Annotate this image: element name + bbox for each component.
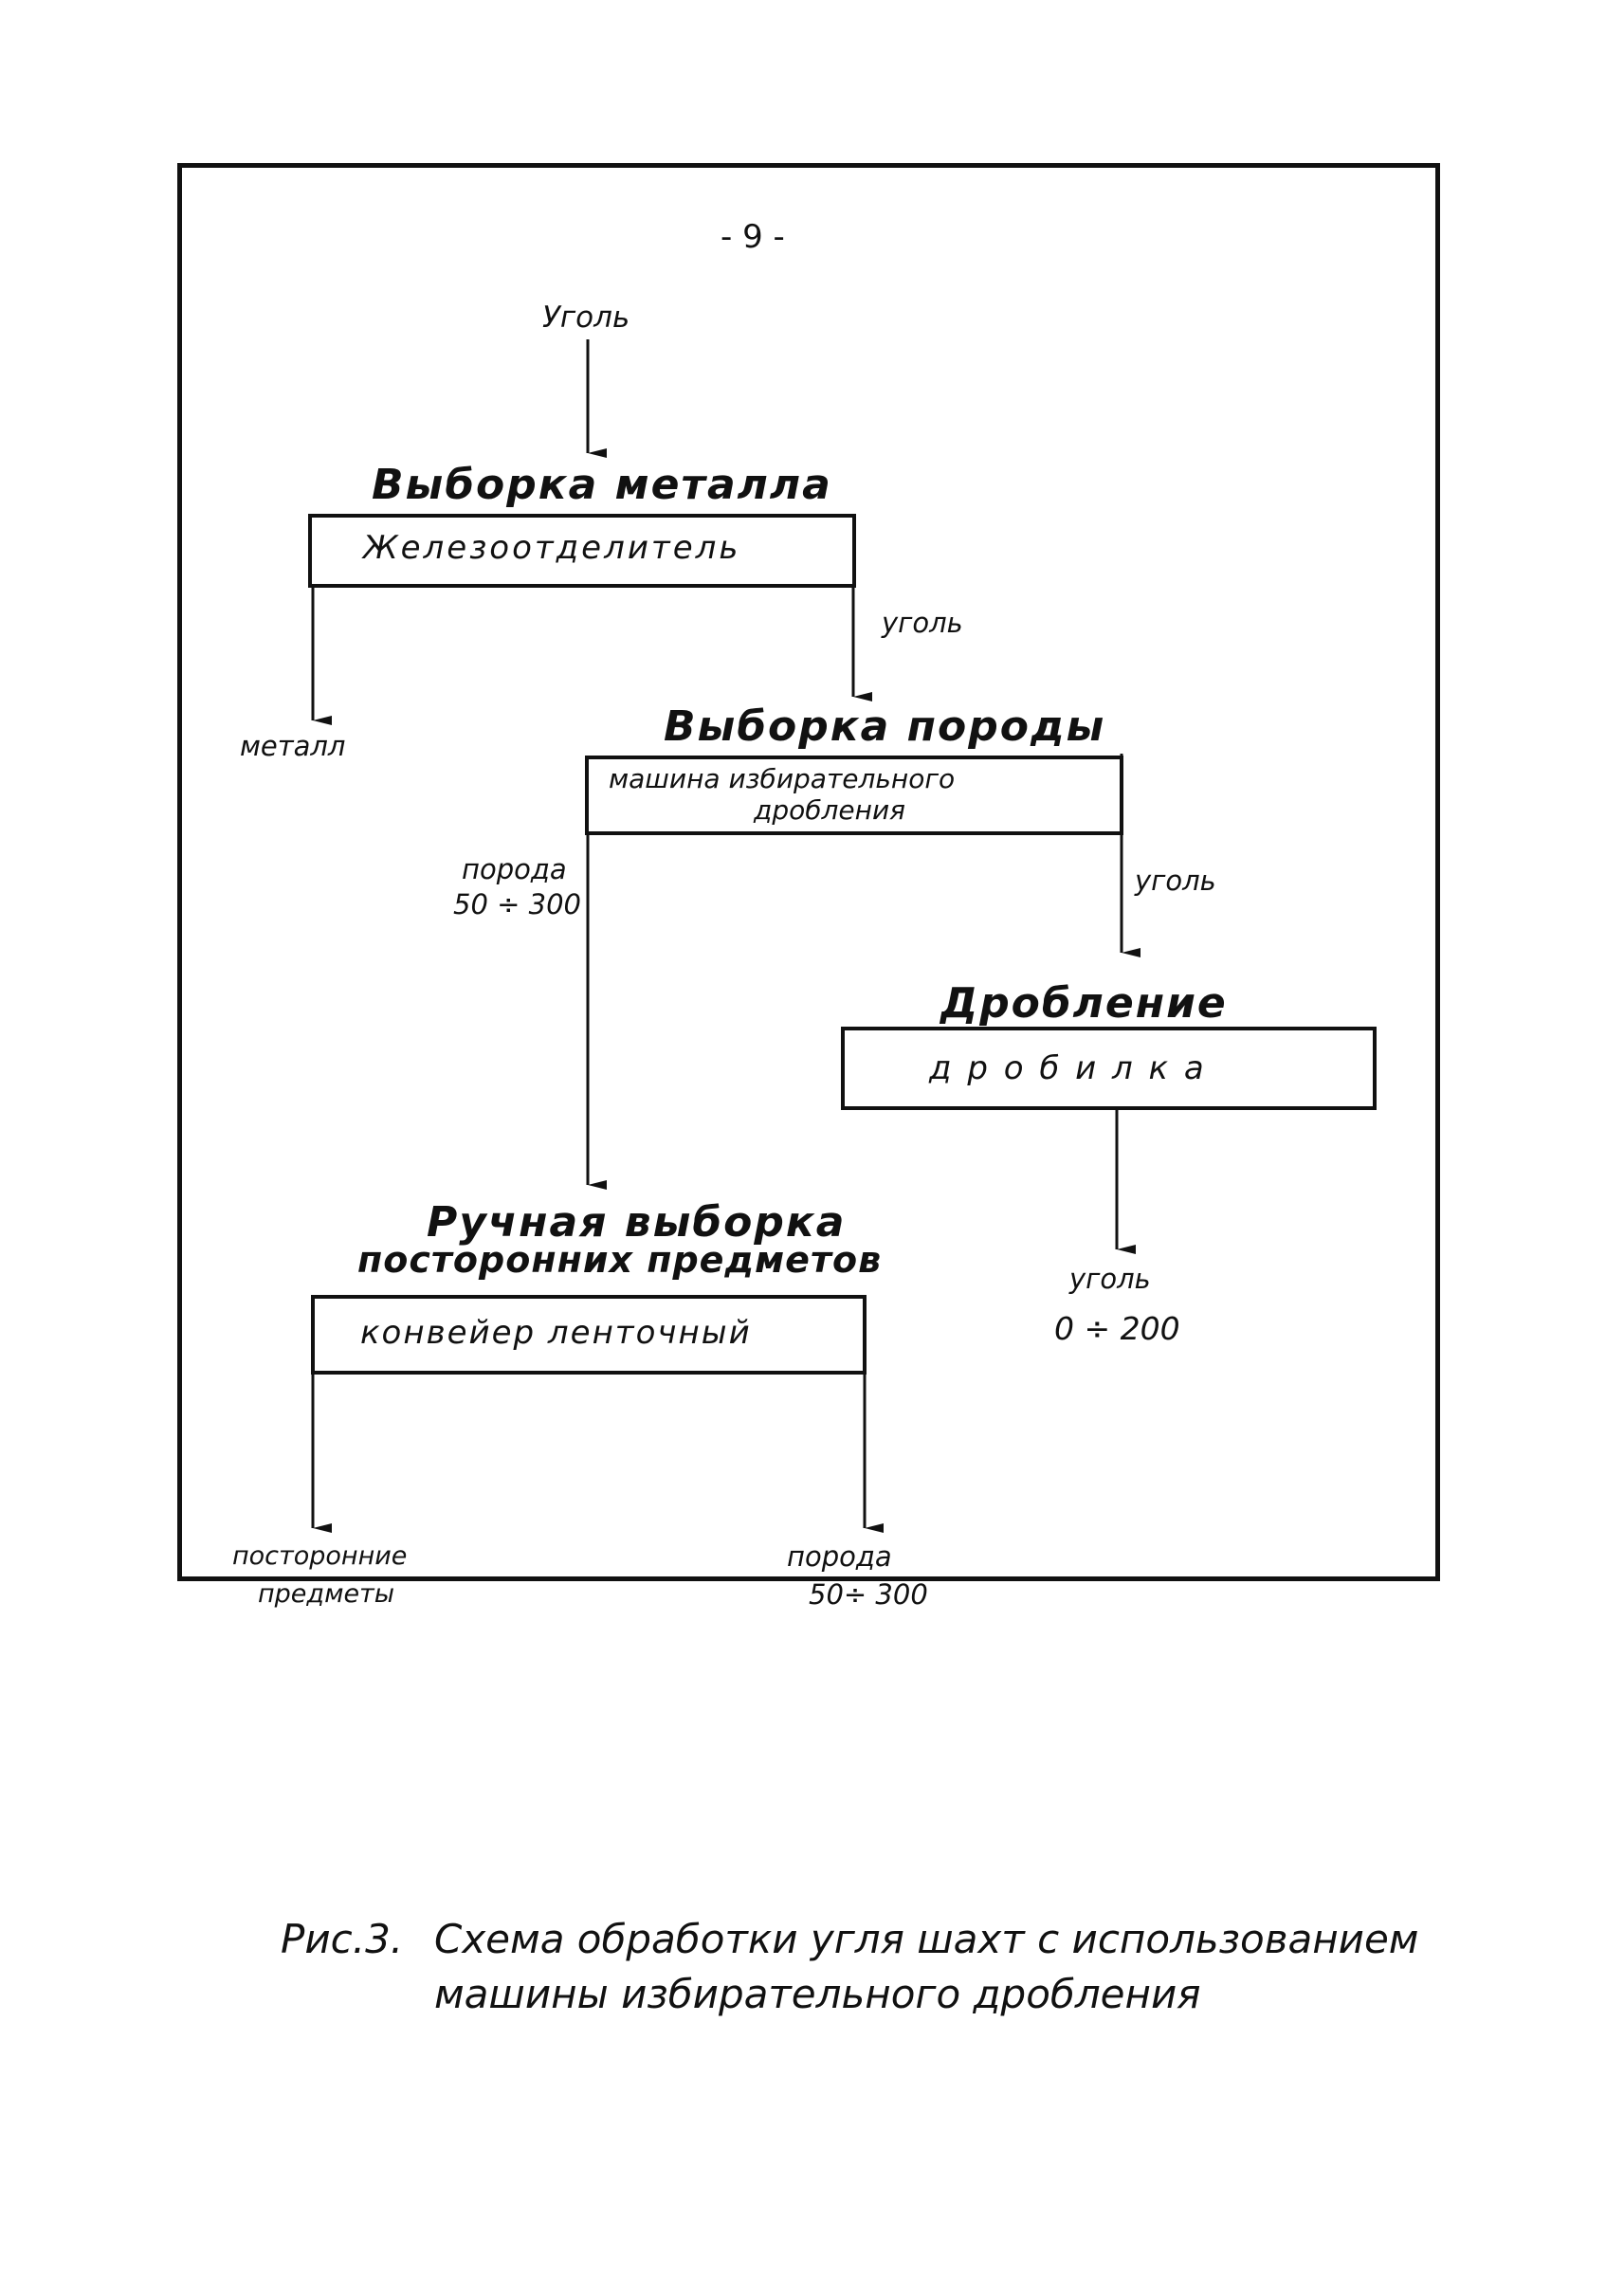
figure-caption-prefix: Рис.3.	[281, 1916, 404, 1962]
stage-crush-device: д р о б и л к а	[929, 1049, 1207, 1087]
stage-crush-title: Дробление	[940, 979, 1228, 1028]
stage-manual-device: конвейер ленточный	[360, 1314, 752, 1352]
stage-rock-box	[585, 756, 1123, 835]
stage-manual-box	[311, 1295, 867, 1375]
output-foreign-label-line2: предметы	[258, 1579, 395, 1609]
output-rock-label-line1: порода	[462, 853, 567, 885]
stage-metal-title: Выборка металла	[372, 461, 832, 509]
stage-metal-box	[308, 514, 856, 588]
output-metal-label: металл	[240, 730, 346, 762]
coal-final-label-line2: 0 ÷ 200	[1054, 1310, 1180, 1347]
stage-rock-device-line2: дробления	[754, 794, 906, 826]
stage-metal-device: Железоотделитель	[363, 529, 741, 567]
stage-crush-box	[841, 1027, 1377, 1110]
stage-manual-title-line1: Ручная выборка	[427, 1198, 847, 1247]
coal-final-label-line1: уголь	[1069, 1263, 1151, 1295]
figure-caption-line2: машины избирательного дробления	[434, 1971, 1201, 2017]
stage-rock-title: Выборка породы	[664, 702, 1106, 751]
stage-rock-device-line1: машина избирательного	[609, 763, 956, 794]
coal-after-rock-label: уголь	[1135, 865, 1216, 897]
output-rock-final-label-line2: 50÷ 300	[809, 1578, 928, 1611]
page-number: - 9 -	[721, 218, 785, 256]
coal-after-metal-label: уголь	[882, 607, 963, 639]
output-foreign-label-line1: посторонние	[232, 1541, 408, 1571]
figure-caption-line1: Схема обработки угля шахт с использовани…	[434, 1916, 1419, 1962]
input-coal-label: Уголь	[542, 301, 630, 335]
output-rock-label-line2: 50 ÷ 300	[453, 888, 581, 920]
output-rock-final-label-line1: порода	[787, 1540, 892, 1573]
stage-manual-title-line2: посторонних предметов	[357, 1239, 883, 1281]
page-frame	[177, 163, 1440, 1581]
